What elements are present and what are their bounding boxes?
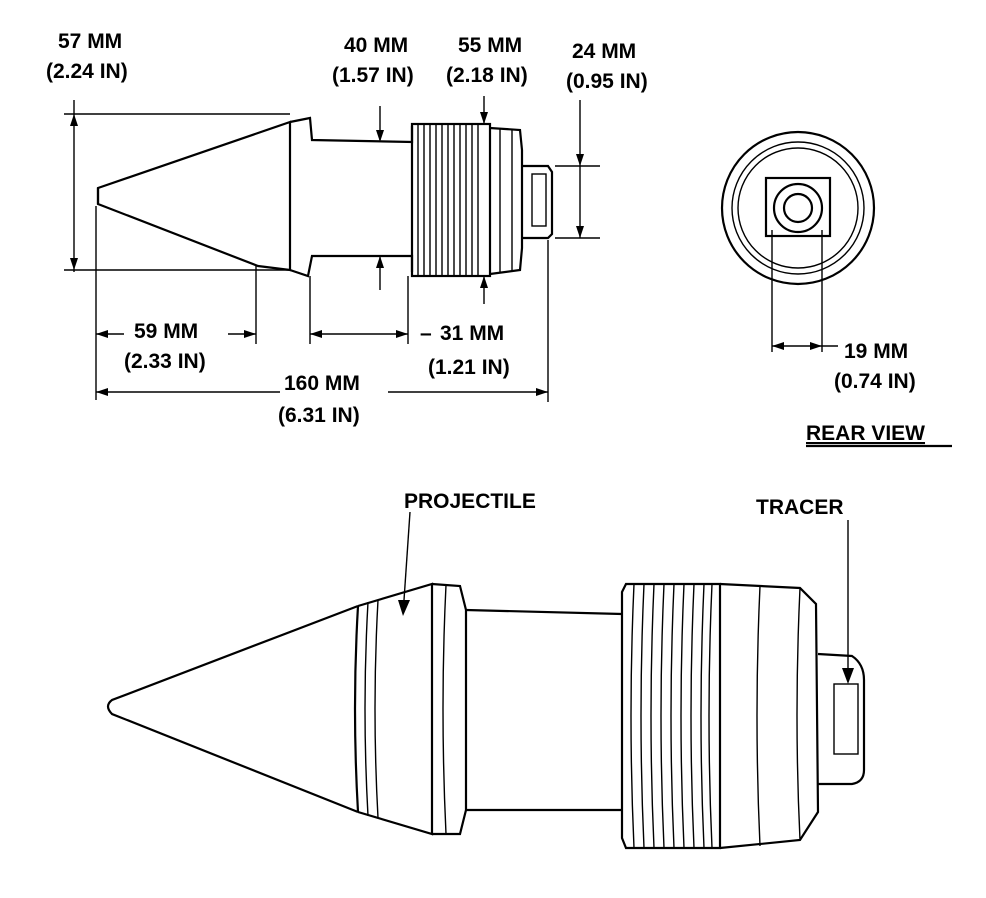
neck-length-dash: – (420, 322, 432, 345)
side-bourrelet (289, 116, 414, 278)
dim-neck-length (309, 276, 409, 344)
perspective-base (719, 582, 820, 850)
tracer-diameter-mm: 24 MM (572, 40, 636, 63)
side-nose-cone (96, 120, 292, 272)
overall-length-mm: 160 MM (284, 372, 360, 395)
dim-overall-height (64, 100, 290, 272)
tracer-diameter-in: (0.95 IN) (566, 70, 648, 93)
band-diameter-mm: 55 MM (458, 34, 522, 57)
dim-tracer-diameter (555, 100, 600, 239)
rear-hole-mm: 19 MM (844, 340, 908, 363)
side-base (489, 126, 524, 276)
side-driving-band (410, 122, 492, 278)
neck-diameter-mm: 40 MM (344, 34, 408, 57)
projectile-label: PROJECTILE (404, 490, 536, 513)
perspective-rifling (630, 583, 713, 849)
band-diameter-in: (2.18 IN) (446, 64, 528, 87)
dim-neck-diameter (376, 106, 384, 290)
neck-diameter-in: (1.57 IN) (332, 64, 414, 87)
nose-length-mm: 59 MM (134, 320, 198, 343)
neck-length-mm: 31 MM (440, 322, 504, 345)
overall-length-in: (6.31 IN) (278, 404, 360, 427)
rear-view (720, 130, 876, 352)
side-rifling-lines (417, 124, 479, 276)
nose-length-in: (2.33 IN) (124, 350, 206, 373)
overall-height-in: (2.24 IN) (46, 60, 128, 83)
dim-overall-length (96, 240, 549, 402)
rear-view-label: REAR VIEW (806, 422, 925, 445)
dim-band-diameter (480, 96, 488, 304)
tracer-leader (842, 520, 854, 684)
perspective-tracer (817, 652, 866, 786)
projectile-leader (398, 511, 411, 616)
side-profile (96, 116, 554, 278)
neck-length-in: (1.21 IN) (428, 356, 510, 379)
dim-nose-length (95, 206, 257, 400)
overall-height-mm: 57 MM (58, 30, 122, 53)
tracer-label: TRACER (756, 496, 844, 519)
perspective-view (106, 582, 866, 850)
perspective-nose-cone (106, 604, 359, 814)
side-tracer (522, 164, 554, 240)
perspective-neck (465, 608, 623, 812)
rear-hole-in: (0.74 IN) (834, 370, 916, 393)
